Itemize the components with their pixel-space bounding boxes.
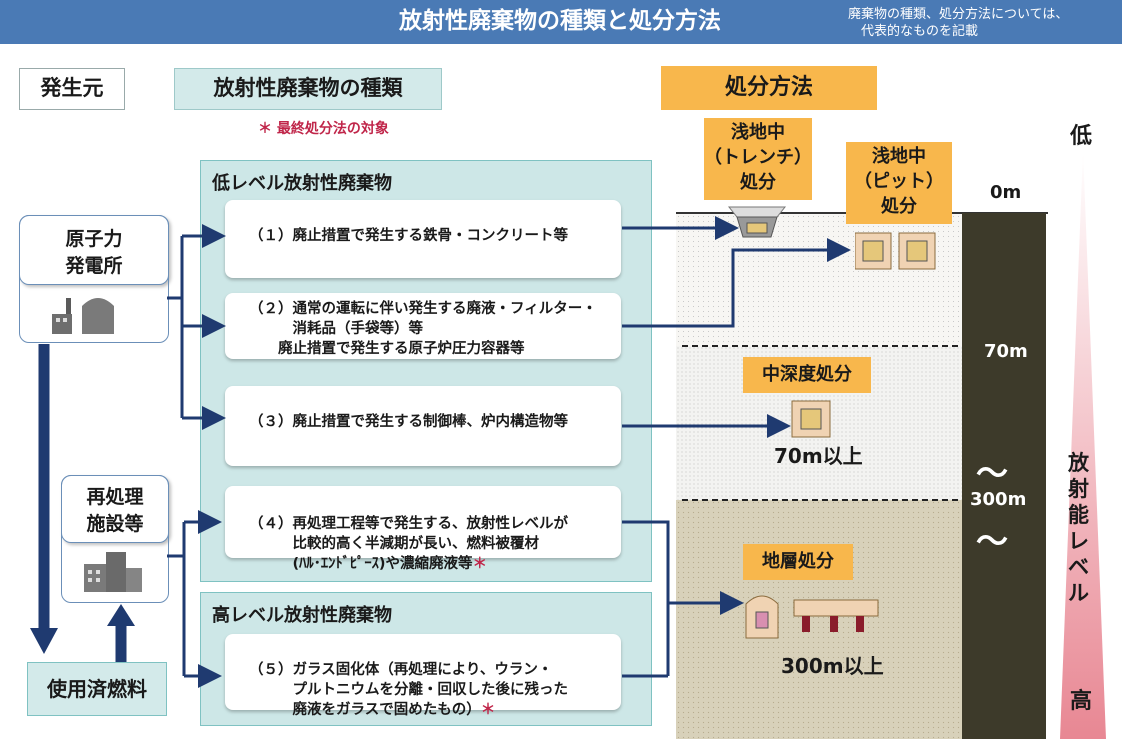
high-level-item-5-text: （５）ガラス固化体（再処理により、ウラン・ プルトニウムを分離・回収した後に残っ… xyxy=(249,662,568,718)
reprocessing-box: 再処理 施設等 xyxy=(61,475,169,543)
nuclear-plant-frame xyxy=(19,215,169,343)
low-level-item-4-text: （４）再処理工程等で発生する、放射性レベルが 比較的高く半減期が長い、燃料被覆材… xyxy=(249,516,568,572)
high-level-title: 高レベル放射性廃棄物 xyxy=(212,605,392,626)
depth-column xyxy=(962,213,1046,739)
intermediate-depth-label: 70m以上 xyxy=(774,444,863,468)
depth-tilde-bottom: ～ xyxy=(976,522,1009,560)
final-note-star: ＊ xyxy=(258,121,272,137)
depth-0m: 0m xyxy=(990,182,1022,203)
source-label: 発生元 xyxy=(19,68,125,110)
pit-facility-icon xyxy=(855,232,936,270)
geological-depth-label: 300m以上 xyxy=(781,654,884,678)
trench-facility-icon xyxy=(727,206,787,238)
trench-disposal-label: 浅地中 （トレンチ） 処分 xyxy=(704,118,812,200)
intermediate-disposal-label: 中深度処分 xyxy=(743,357,871,393)
depth-70m: 70m xyxy=(984,341,1028,362)
high-level-item-5: （５）ガラス固化体（再処理により、ウラン・ プルトニウムを分離・回収した後に残っ… xyxy=(225,634,621,718)
types-label: 放射性廃棄物の種類 xyxy=(174,68,442,110)
nuclear-plant-box: 原子力 発電所 xyxy=(19,215,169,285)
level-high-label: 高 xyxy=(1070,689,1093,714)
header-bar xyxy=(0,0,1122,44)
low-level-title: 低レベル放射性廃棄物 xyxy=(212,173,392,194)
intermediate-facility-icon xyxy=(791,400,831,438)
final-disposal-note: ＊ 最終処分法の対象 xyxy=(258,118,389,138)
spent-fuel-box: 使用済燃料 xyxy=(27,662,167,716)
depth-tilde-top: ～ xyxy=(976,454,1009,492)
geological-disposal-label: 地層処分 xyxy=(743,544,853,580)
depth-300-dashed-line xyxy=(682,499,958,501)
level-low-label: 低 xyxy=(1070,124,1093,149)
radioactivity-gradient-triangle xyxy=(1060,150,1106,739)
page-title: 放射性廃棄物の種類と処分方法 xyxy=(399,8,721,34)
depth-300m: 300m xyxy=(970,489,1027,510)
header-note: 廃棄物の種類、処分方法については、 代表的なものを記載 xyxy=(848,7,1069,39)
factory-icon xyxy=(84,552,142,592)
reprocessing-frame xyxy=(61,475,169,603)
power-plant-icon xyxy=(52,298,114,334)
pit-disposal-label: 浅地中 （ピット） 処分 xyxy=(846,142,952,224)
final-note-text: 最終処分法の対象 xyxy=(276,121,389,137)
low-level-item-3: （３）廃止措置で発生する制御棒、炉内構造物等 xyxy=(225,386,621,466)
level-scale-label: 放射能レベル xyxy=(1068,451,1089,605)
methods-label: 処分方法 xyxy=(661,66,877,110)
low-level-item-2: （２）通常の運転に伴い発生する廃液・フィルター・ 消耗品（手袋等）等 廃止措置で… xyxy=(225,293,621,359)
low-level-item-1: （１）廃止措置で発生する鉄骨・コンクリート等 xyxy=(225,200,621,278)
low-level-item-4: （４）再処理工程等で発生する、放射性レベルが 比較的高く半減期が長い、燃料被覆材… xyxy=(225,486,621,572)
high-level-item-5-star: ＊ xyxy=(480,702,496,718)
low-level-item-4-star: ＊ xyxy=(472,556,488,572)
depth-70-dashed-line xyxy=(682,345,958,347)
